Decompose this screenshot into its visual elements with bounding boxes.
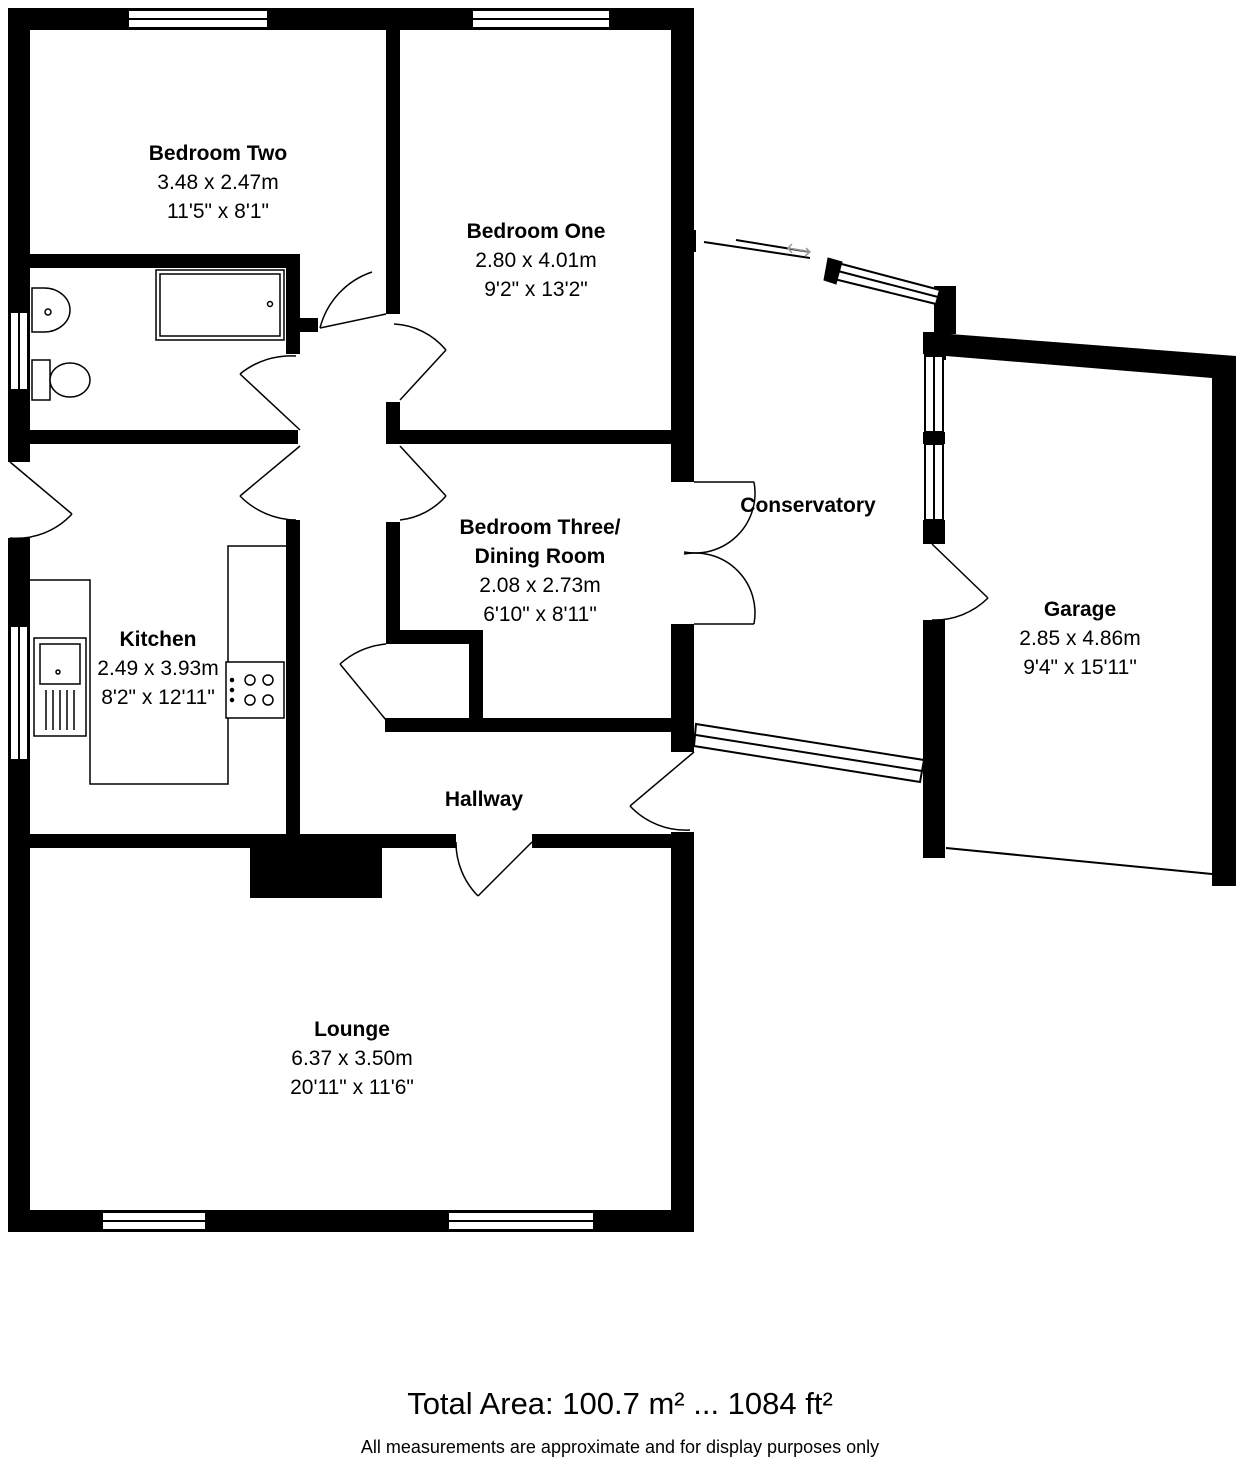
room-metric: 2.80 x 4.01m: [475, 249, 597, 272]
toilet-bowl: [49, 362, 91, 398]
room-imperial: 9'2" x 13'2": [484, 278, 588, 301]
room-label-garage: Garage 2.85 x 4.86m 9'4" x 15'11": [980, 595, 1180, 682]
room-name: Bedroom One: [466, 220, 606, 243]
room-name-line2: Dining Room: [474, 545, 606, 568]
room-label-lounge: Lounge 6.37 x 3.50m 20'11" x 11'6": [252, 1015, 452, 1102]
room-label-bedroom-one: Bedroom One 2.80 x 4.01m 9'2" x 13'2": [436, 217, 636, 304]
room-metric: 3.48 x 2.47m: [157, 171, 279, 194]
bath-drain: [266, 300, 274, 308]
hob: [225, 661, 285, 719]
room-metric: 2.85 x 4.86m: [1019, 627, 1141, 650]
room-name-line1: Bedroom Three/: [459, 516, 621, 539]
room-imperial: 6'10" x 8'11": [483, 603, 597, 626]
room-label-hallway: Hallway: [444, 788, 524, 811]
room-name: Garage: [1043, 598, 1117, 621]
room-imperial: 20'11" x 11'6": [290, 1076, 414, 1099]
bathroom-fixtures: [31, 269, 285, 401]
room-imperial: 9'4" x 15'11": [1023, 656, 1137, 679]
room-metric: 6.37 x 3.50m: [291, 1047, 413, 1070]
room-label-conservatory: Conservatory: [740, 494, 876, 517]
room-metric: 2.49 x 3.93m: [97, 657, 219, 680]
room-imperial: 8'2" x 12'11": [101, 686, 215, 709]
room-name: Kitchen: [119, 628, 197, 651]
kitchen-fixtures: [30, 545, 286, 785]
kitchen-worktop: [30, 545, 286, 785]
total-area: Total Area: 100.7 m² ... 1084 ft²: [407, 1386, 833, 1421]
sink: [33, 637, 87, 737]
room-name: Bedroom Two: [148, 142, 288, 165]
windows: [9, 9, 944, 1231]
room-label-bedroom-three: Bedroom Three/ Dining Room 2.08 x 2.73m …: [430, 513, 650, 629]
disclaimer: All measurements are approximate and for…: [360, 1437, 880, 1457]
room-label-kitchen: Kitchen 2.49 x 3.93m 8'2" x 12'11": [78, 625, 238, 712]
sliding-arrow-icon: [786, 243, 812, 257]
room-name: Lounge: [314, 1018, 390, 1041]
room-label-bedroom-two: Bedroom Two 3.48 x 2.47m 11'5" x 8'1": [118, 139, 318, 226]
room-metric: 2.08 x 2.73m: [479, 574, 601, 597]
doors: [9, 271, 989, 897]
conservatory-glazing: [692, 239, 1213, 875]
toilet-cistern: [31, 359, 51, 401]
room-imperial: 11'5" x 8'1": [167, 200, 269, 223]
